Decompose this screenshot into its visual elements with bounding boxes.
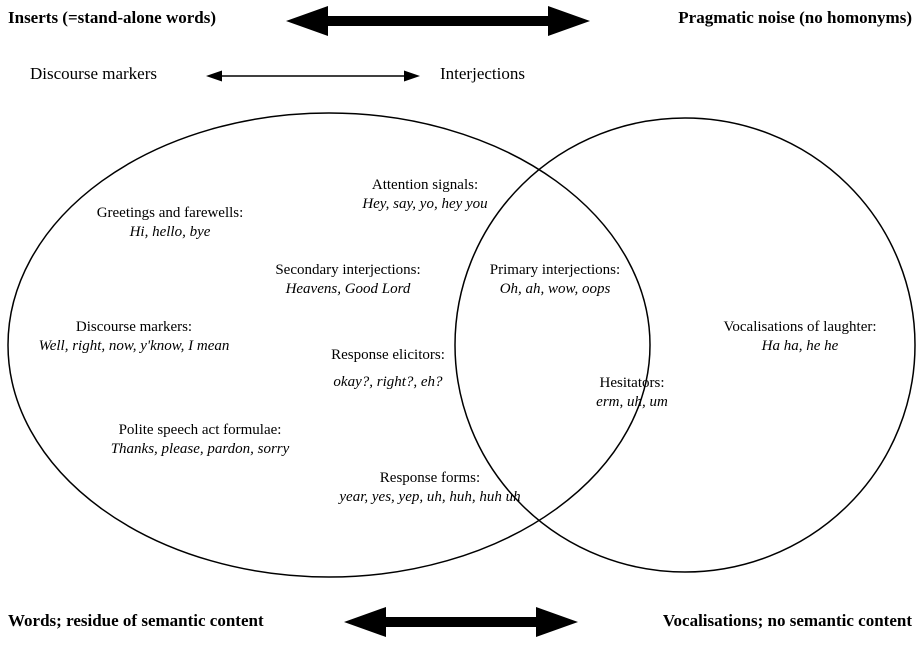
group-greetings-farewells: Greetings and farewells: Hi, hello, bye <box>97 204 244 242</box>
right-ellipse <box>454 117 916 573</box>
group-response-forms: Response forms: year, yes, yep, uh, huh,… <box>339 469 520 507</box>
footer-words-label: Words; residue of semantic content <box>8 611 264 630</box>
header-inserts-label: Inserts (=stand-alone words) <box>8 8 217 27</box>
group-title: Attention signals: <box>371 177 479 193</box>
group-examples: Hi, hello, bye <box>129 224 211 240</box>
footer-vocalisations-label: Vocalisations; no semantic content <box>662 611 912 630</box>
group-discourse-markers: Discourse markers: Well, right, now, y'k… <box>39 318 230 356</box>
group-attention-signals: Attention signals: Hey, say, yo, hey you <box>362 176 487 214</box>
group-title: Secondary interjections: <box>275 262 421 278</box>
group-examples: Ha ha, he he <box>761 338 839 354</box>
group-title: Discourse markers: <box>75 319 193 335</box>
group-examples: year, yes, yep, uh, huh, huh uh <box>339 489 521 505</box>
sub-double-arrow-left-head-icon <box>206 70 222 82</box>
group-title: Primary interjections: <box>489 262 621 278</box>
sub-double-arrow-right-head-icon <box>404 70 420 82</box>
group-title: Hesitators: <box>599 375 665 391</box>
group-secondary-interjections: Secondary interjections: Heavens, Good L… <box>275 261 420 299</box>
group-response-elicitors: Response elicitors: okay?, right?, eh? <box>331 346 445 392</box>
left-ellipse <box>7 112 651 578</box>
bottom-double-arrow-icon <box>344 607 578 637</box>
group-title: Vocalisations of laughter: <box>723 319 877 335</box>
top-double-arrow-icon <box>286 6 590 36</box>
group-examples: okay?, right?, eh? <box>333 374 443 390</box>
group-examples: Thanks, please, pardon, sorry <box>110 441 290 457</box>
group-title: Response elicitors: <box>331 347 445 363</box>
group-title: Response forms: <box>379 470 481 486</box>
group-examples: erm, uh, um <box>596 394 668 410</box>
group-examples: Oh, ah, wow, oops <box>499 281 611 297</box>
group-examples: Heavens, Good Lord <box>285 281 411 297</box>
group-examples: Hey, say, yo, hey you <box>362 196 488 212</box>
group-examples: Well, right, now, y'know, I mean <box>38 338 230 354</box>
group-hesitators: Hesitators: erm, uh, um <box>596 374 668 412</box>
group-title: Greetings and farewells: <box>96 205 244 221</box>
group-title: Polite speech act formulae: <box>118 422 282 438</box>
group-vocalisations-laughter: Vocalisations of laughter: Ha ha, he he <box>723 318 876 356</box>
group-polite-speech-act-formulae: Polite speech act formulae: Thanks, plea… <box>111 421 290 459</box>
group-primary-interjections: Primary interjections: Oh, ah, wow, oops <box>490 261 620 299</box>
axis-discourse-markers-label: Discourse markers <box>30 64 157 83</box>
axis-interjections-label: Interjections <box>440 64 525 83</box>
header-pragmatic-noise-label: Pragmatic noise (no homonyms) <box>678 8 912 27</box>
